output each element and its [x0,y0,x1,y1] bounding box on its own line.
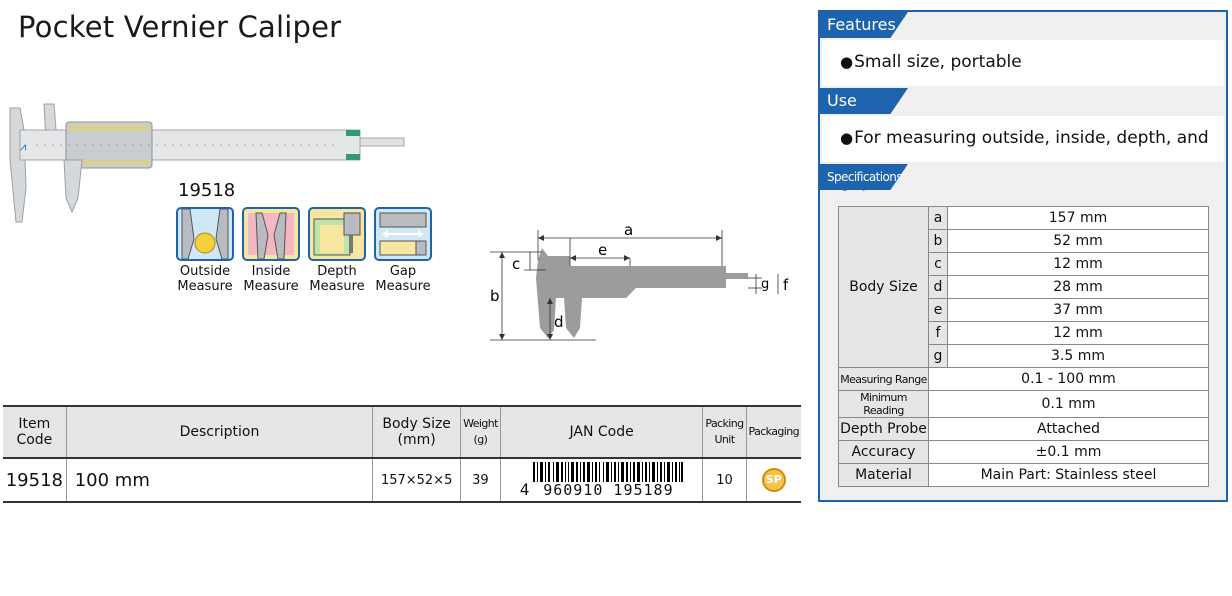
sp-badge-icon: SP [761,468,786,492]
depth-measure: Depth Measure [308,207,366,294]
svg-text:⩘: ⩘ [20,140,26,153]
body-size-key: c [928,252,948,276]
item-code-label: 19518 [178,180,236,201]
spec-value: ±0.1 mm [928,440,1209,464]
body-size-key: d [928,275,948,299]
jan-digits: 960910 195189 [543,481,674,499]
specs-tab: Specifications [820,164,908,190]
body-size-value: 28 mm [947,275,1209,299]
use-section: ●For measuring outside, inside, depth, a… [822,116,1224,192]
col-body-size: Body Size (mm) [372,406,462,458]
row-packaging: SP [745,458,801,502]
features-text: Small size, portable [854,52,1022,72]
spec-label: Accuracy [838,440,929,464]
info-panel: Features ●Small size, portable Use ●For … [818,10,1228,502]
body-size-key: g [928,344,948,368]
col-weight: Weight (g) [460,406,501,458]
spec-label: Material [838,463,929,487]
body-size-value: 12 mm [947,321,1209,345]
product-table-header: Item Code Description Body Size (mm) Wei… [3,406,801,458]
body-size-key: b [928,229,948,253]
spec-value: Main Part: Stainless steel [928,463,1209,487]
use-tab: Use [820,88,908,114]
body-size-value: 52 mm [947,229,1209,253]
body-size-label: Body Size [838,206,929,368]
dim-label-d: d [554,313,564,331]
depth-measure-icon [308,207,366,261]
inside-measure: Inside Measure [242,207,300,294]
table-row: 19518 100 mm 157×52×5 39 4 [3,458,801,502]
spec-label: Measuring Range [838,367,929,391]
body-size-value: 37 mm [947,298,1209,322]
dimension-diagram: a e b c d g f [490,221,789,341]
spec-value: Attached [928,417,1209,441]
inside-measure-label: Inside Measure [243,264,299,294]
spec-label: Minimum Reading [838,390,929,418]
row-weight: 39 [460,458,501,502]
bullet-icon: ● [840,129,854,147]
body-size-value: 3.5 mm [947,344,1209,368]
features-tab: Features [820,12,908,38]
body-size-key: a [928,206,948,230]
inside-measure-icon [242,207,300,261]
col-packing-unit: Packing Unit [702,406,747,458]
spec-label: Depth Probe [838,417,929,441]
body-size-value: 12 mm [947,252,1209,276]
measure-icons: Outside Measure Inside Measure Depth Mea… [176,207,432,294]
col-jan-code: JAN Code [499,406,704,458]
dim-label-b: b [490,287,500,305]
row-item-code: 19518 [3,458,67,502]
col-packaging: Packaging [745,406,801,458]
features-section: ●Small size, portable [822,40,1224,86]
gap-measure: Gap Measure [374,207,432,294]
body-size-value: 157 mm [947,206,1209,230]
depth-measure-label: Depth Measure [309,264,365,294]
spec-value: 0.1 mm [928,390,1209,418]
outside-measure-label: Outside Measure [177,264,233,294]
col-description: Description [65,406,374,458]
product-table: Item Code Description Body Size (mm) Wei… [3,405,801,503]
table-row: Accuracy±0.1 mm [838,440,1209,464]
dim-label-a: a [624,221,633,239]
gap-measure-icon [374,207,432,261]
row-jan-code: 4 [499,458,704,502]
dim-label-c: c [512,255,520,273]
outside-measure: Outside Measure [176,207,234,294]
page-title: Pocket Vernier Caliper [18,10,342,44]
spec-value: 0.1 - 100 mm [928,367,1209,391]
dim-label-f: f [783,276,789,294]
caliper-photo: ⩘ [9,103,405,223]
row-body-size: 157×52×5 [372,458,462,502]
barcode [533,462,684,482]
col-item-code: Item Code [3,406,67,458]
bullet-icon: ● [840,53,854,71]
gap-measure-label: Gap Measure [375,264,431,294]
outside-measure-icon [176,207,234,261]
dim-label-g: g [761,277,769,292]
jan-prefix: 4 [519,480,530,499]
row-packing-unit: 10 [702,458,747,502]
body-size-key: f [928,321,948,345]
row-description: 100 mm [65,458,374,502]
body-size-key: e [928,298,948,322]
dim-label-e: e [598,241,607,259]
